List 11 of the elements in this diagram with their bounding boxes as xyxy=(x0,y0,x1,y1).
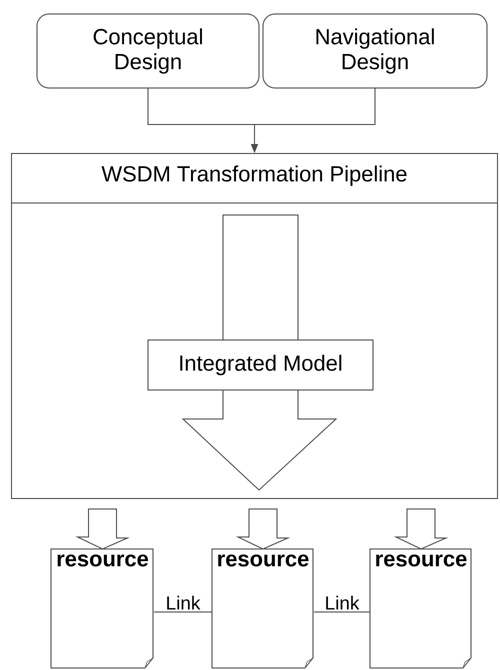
block-arrow xyxy=(394,508,448,550)
design-box: Conceptual Design xyxy=(36,14,260,88)
model-box: Integrated Model xyxy=(148,340,374,390)
resource-document: resource xyxy=(370,548,472,668)
edge-label: Link xyxy=(326,596,360,610)
block-arrow xyxy=(236,508,290,550)
design-box: Navigational Design xyxy=(262,14,488,88)
edge-label: Link xyxy=(167,596,200,610)
resource-document: resource xyxy=(50,548,154,668)
resource-document: resource xyxy=(212,548,314,668)
block-arrow xyxy=(75,508,130,550)
